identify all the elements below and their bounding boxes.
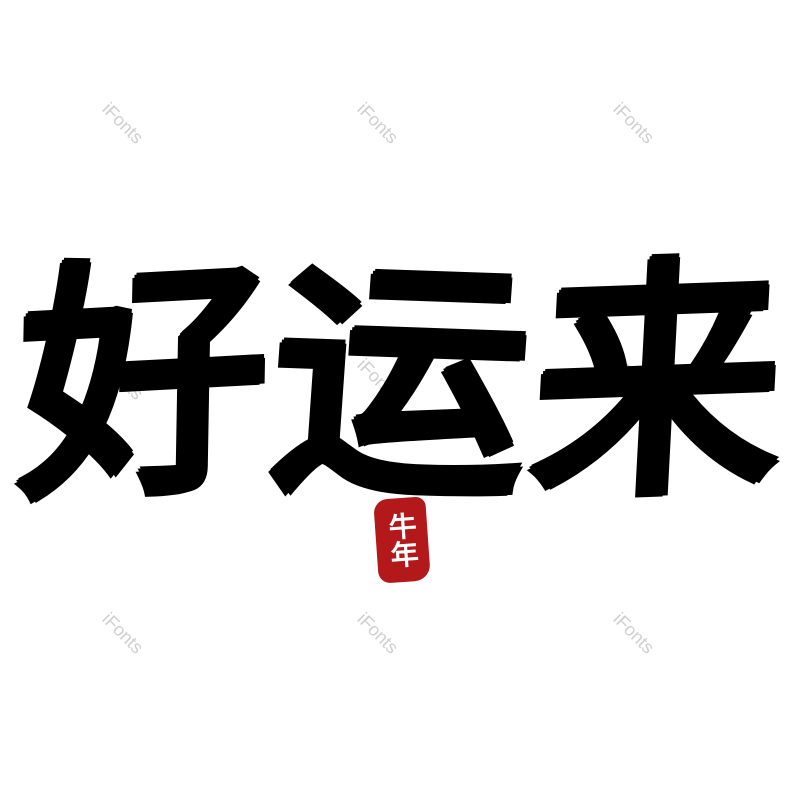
watermark-text: iFonts <box>98 608 148 658</box>
seal-text: 牛年 <box>383 510 421 570</box>
watermark-text: iFonts <box>609 608 659 658</box>
calligraphy-char-hao: 好 <box>15 228 271 536</box>
seal-stamp: 牛年 <box>373 496 431 584</box>
calligraphy-title: 好 运 来 <box>15 228 790 536</box>
watermark-text: iFonts <box>353 98 403 148</box>
watermark-text: iFonts <box>609 98 659 148</box>
calligraphy-char-yun: 运 <box>262 230 538 534</box>
calligraphy-char-lai: 来 <box>524 230 790 534</box>
watermark-text: iFonts <box>353 608 403 658</box>
watermark-text: iFonts <box>98 98 148 148</box>
